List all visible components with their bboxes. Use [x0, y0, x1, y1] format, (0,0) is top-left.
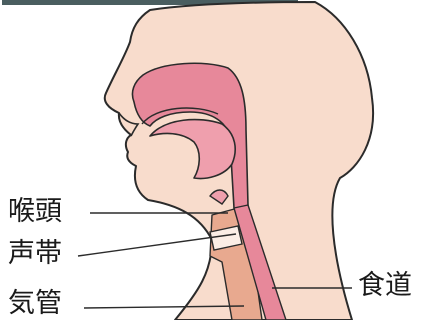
label-larynx: 喉頭 — [8, 198, 62, 225]
label-trachea: 気管 — [8, 290, 62, 317]
label-esophagus: 食道 — [358, 272, 412, 299]
label-vocal-cords: 声帯 — [8, 240, 62, 267]
